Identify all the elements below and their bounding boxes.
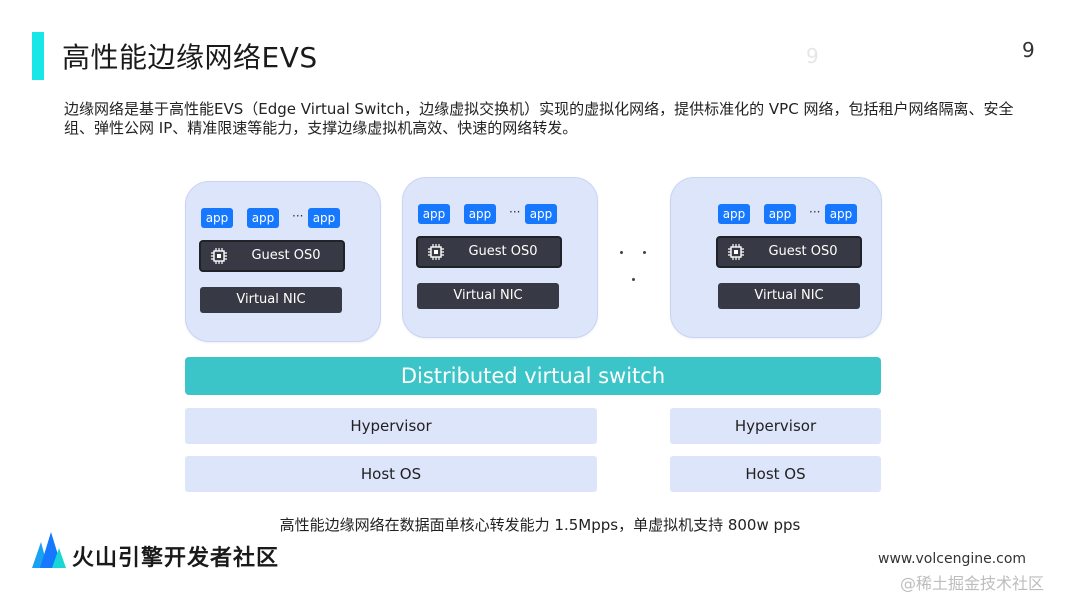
host-os-box-1: Host OS: [185, 456, 597, 492]
hypervisor-box-2: Hypervisor: [670, 408, 881, 444]
volcengine-logo-icon: [32, 532, 66, 568]
page-number: 9: [1022, 38, 1035, 62]
app-badge: app: [247, 208, 279, 228]
hypervisor-box-1: Hypervisor: [185, 408, 597, 444]
website-url: www.volcengine.com: [878, 551, 1027, 567]
app-ellipsis: ···: [509, 205, 521, 219]
guest-os-box: Guest OS0: [199, 240, 345, 272]
cpu-chip-icon: [211, 248, 227, 264]
vm-panel-1: app app ··· app Guest OS0 Virtual NIC: [185, 181, 381, 342]
vm-panel-2: app app ··· app Guest OS0 Virtual NIC: [402, 177, 598, 338]
cpu-chip-icon: [428, 244, 444, 260]
host-os-box-2: Host OS: [670, 456, 881, 492]
guest-os-box: Guest OS0: [716, 236, 862, 268]
app-badge: app: [764, 204, 796, 224]
title-accent-bar: [32, 32, 44, 80]
virtual-nic-box: Virtual NIC: [718, 283, 860, 309]
app-ellipsis: ···: [292, 209, 304, 223]
distributed-virtual-switch: Distributed virtual switch: [185, 357, 881, 395]
app-badge: app: [464, 204, 496, 224]
watermark-text: @稀土掘金技术社区: [900, 574, 1045, 593]
app-ellipsis: ···: [809, 205, 821, 219]
separator-dot: [643, 251, 646, 254]
separator-dot: [632, 278, 635, 281]
cpu-chip-icon: [728, 244, 744, 260]
virtual-nic-box: Virtual NIC: [200, 287, 342, 313]
virtual-nic-box: Virtual NIC: [417, 283, 559, 309]
guest-os-label: Guest OS0: [468, 244, 538, 259]
vm-panel-3: app app ··· app Guest OS0 Virtual NIC: [670, 177, 882, 338]
app-badge: app: [525, 204, 557, 224]
app-badge: app: [825, 204, 857, 224]
separator-dot: [620, 251, 623, 254]
ghost-page-number: 9: [806, 44, 819, 68]
intro-paragraph: 边缘网络是基于高性能EVS（Edge Virtual Switch，边缘虚拟交换…: [64, 100, 1014, 137]
app-badge: app: [201, 208, 233, 228]
performance-caption: 高性能边缘网络在数据面单核心转发能力 1.5Mpps，单虚拟机支持 800w p…: [279, 516, 801, 534]
brand-name: 火山引擎开发者社区: [72, 546, 280, 571]
app-badge: app: [718, 204, 750, 224]
guest-os-label: Guest OS0: [768, 244, 838, 259]
slide-title: 高性能边缘网络EVS: [62, 41, 318, 74]
guest-os-box: Guest OS0: [416, 236, 562, 268]
guest-os-label: Guest OS0: [251, 248, 321, 263]
app-badge: app: [418, 204, 450, 224]
app-badge: app: [308, 208, 340, 228]
